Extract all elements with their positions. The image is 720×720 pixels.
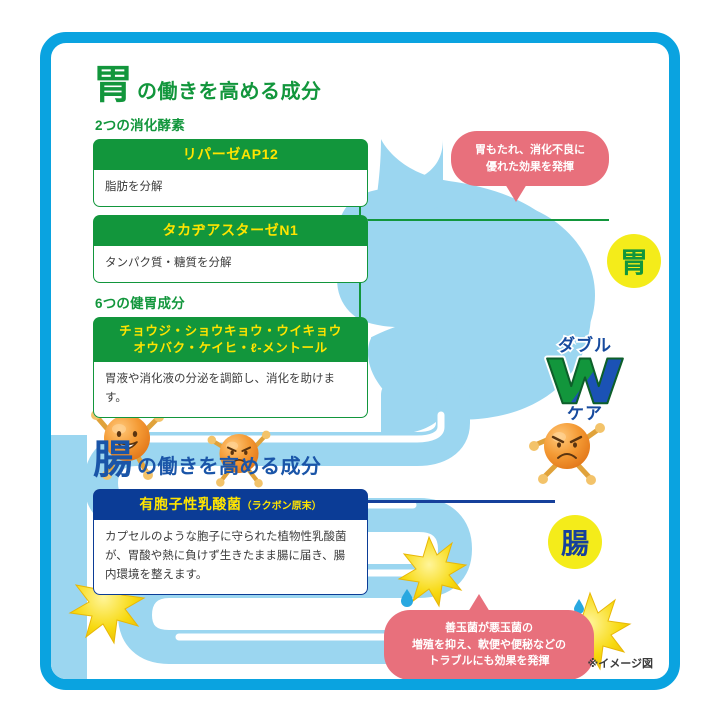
card-body-lactic-acid-bacteria: カプセルのような胞子に守られた植物性乳酸菌が、胃酸や熱に負けず生きたまま腸に届き… <box>93 520 368 596</box>
organ-badge-intestine: 腸 <box>548 515 602 569</box>
callout-bottom-tail <box>468 594 490 612</box>
callout-stomach-benefit: 胃もたれ、消化不良に 優れた効果を発揮 <box>451 131 609 202</box>
connector-green-to-badge <box>359 219 609 222</box>
logo-w-mark <box>542 353 628 407</box>
content-column: 胃 の働きを高める成分 2つの消化酵素 リパーゼAP12 脂肪を分解 タカヂアス… <box>93 65 368 603</box>
callout-top-tail <box>505 184 527 202</box>
card-title-herbs-line1: チョウジ・ショウキョウ・ウイキョウ <box>119 323 342 338</box>
intestine-section-heading: 腸 の働きを高める成分 <box>93 440 368 480</box>
card-title-lactic-acid-bacteria: 有胞子性乳酸菌（ラクボン原末） <box>93 489 368 521</box>
callout-bottom-line2: 増殖を抑え、軟便や便秘などの <box>412 638 566 651</box>
card-title-lab-note: （ラクボン原末） <box>241 501 322 513</box>
stomach-section-heading: 胃 の働きを高める成分 <box>93 65 368 105</box>
organ-badge-stomach-label: 胃 <box>619 247 648 278</box>
infographic-canvas: 胃 の働きを高める成分 2つの消化酵素 リパーゼAP12 脂肪を分解 タカヂアス… <box>51 43 669 679</box>
logo-caption-bottom: ケア <box>565 403 604 424</box>
image-disclaimer-note: ※イメージ図 <box>587 658 653 670</box>
card-body-herbs: 胃液や消化液の分泌を調節し、消化を助けます。 <box>93 362 368 419</box>
label-six-tonics: 6つの健胃成分 <box>95 295 185 311</box>
infographic-frame: 胃 の働きを高める成分 2つの消化酵素 リパーゼAP12 脂肪を分解 タカヂアス… <box>40 32 680 690</box>
callout-bottom-line3: トラブルにも効果を発揮 <box>428 655 550 667</box>
card-title-lipase: リパーゼAP12 <box>93 139 368 170</box>
ingredient-card-takadiastase: タカヂアスターゼN1 タンパク質・糖質を分解 <box>93 214 368 283</box>
label-two-enzymes: 2つの消化酵素 <box>95 118 185 133</box>
bacteria-character-angry <box>529 423 605 485</box>
ingredient-card-lipase: リパーゼAP12 脂肪を分解 <box>93 139 368 207</box>
callout-bottom-line1: 善玉菌が悪玉菌の <box>445 622 533 634</box>
intestine-heading-kanji: 腸 <box>93 438 133 483</box>
organ-badge-stomach: 胃 <box>607 234 661 288</box>
stomach-heading-text: の働きを高める成分 <box>137 81 322 103</box>
ingredient-card-herbs: チョウジ・ショウキョウ・ウイキョウ オウバク・ケイヒ・ℓ-メントール 胃液や消化… <box>93 316 368 419</box>
card-title-herbs: チョウジ・ショウキョウ・ウイキョウ オウバク・ケイヒ・ℓ-メントール <box>93 316 368 363</box>
callout-top-line1: 胃もたれ、消化不良に <box>474 144 586 156</box>
callout-top-line2: 優れた効果を発揮 <box>486 160 574 173</box>
card-title-herbs-line2: オウバク・ケイヒ・ℓ-メントール <box>133 340 328 355</box>
double-care-logo: ダブル ケア <box>542 335 628 424</box>
callout-intestine-benefit: 善玉菌が悪玉菌の 増殖を抑え、軟便や便秘などの トラブルにも効果を発揮 <box>384 594 594 679</box>
w-letter-icon <box>544 355 626 407</box>
stomach-heading-kanji: 胃 <box>93 63 133 107</box>
card-body-lipase: 脂肪を分解 <box>93 169 368 207</box>
organ-badge-intestine-label: 腸 <box>560 528 589 559</box>
ingredient-card-lactic-acid-bacteria: 有胞子性乳酸菌（ラクボン原末） カプセルのような胞子に守られた植物性乳酸菌が、胃… <box>93 489 368 596</box>
card-body-takadiastase: タンパク質・糖質を分解 <box>93 245 368 283</box>
intestine-heading-text: の働きを高める成分 <box>137 456 322 479</box>
card-title-takadiastase: タカヂアスターゼN1 <box>93 214 368 246</box>
card-title-lab-main: 有胞子性乳酸菌 <box>139 496 242 513</box>
